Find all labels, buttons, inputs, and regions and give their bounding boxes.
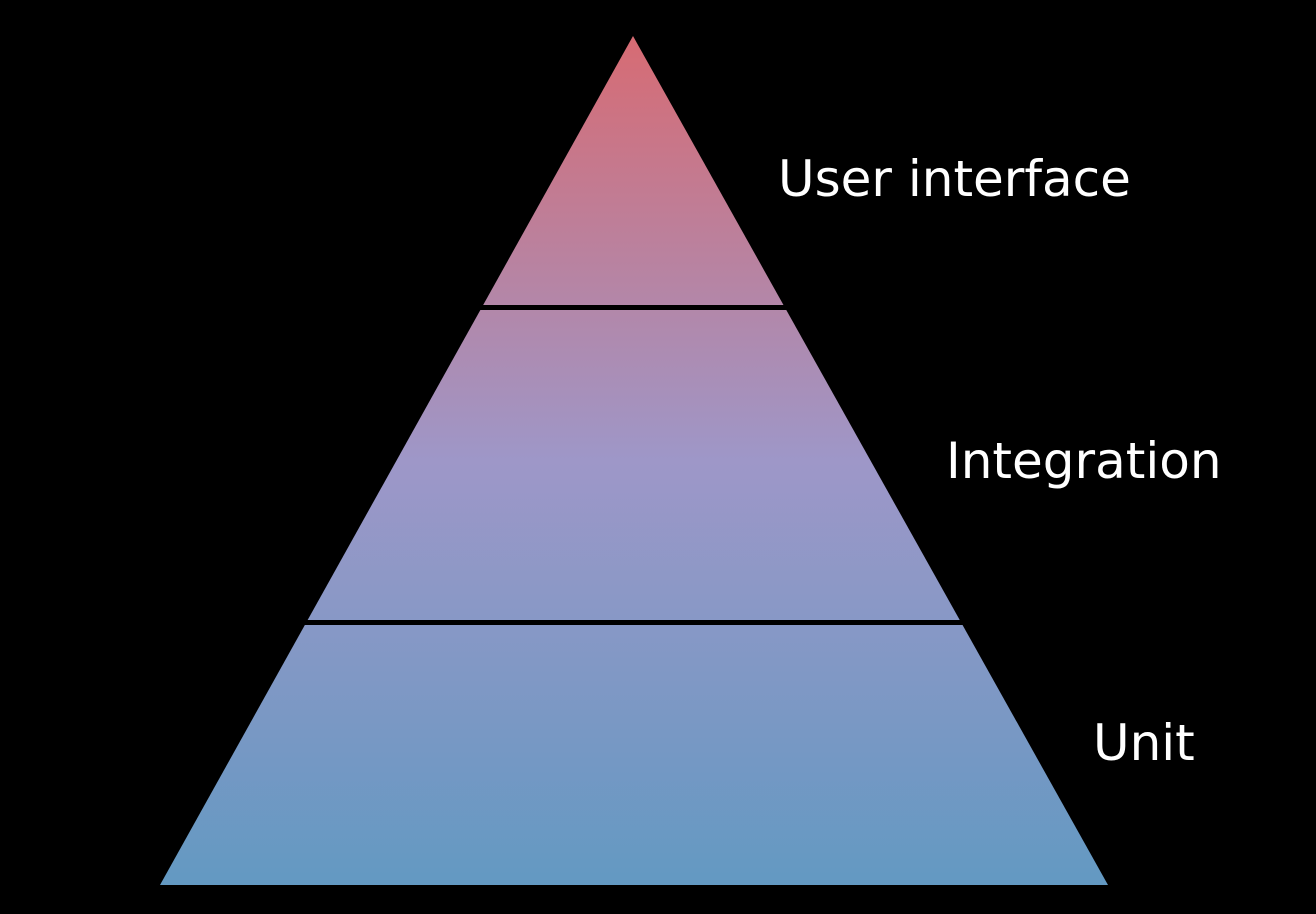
- tier-label-unit: Unit: [1093, 714, 1195, 772]
- tier-label-integration: Integration: [946, 432, 1222, 490]
- tier-divider-upper: [470, 305, 800, 310]
- tier-divider-lower: [290, 620, 980, 625]
- tier-label-user-interface: User interface: [778, 150, 1131, 208]
- pyramid-shape: [160, 36, 1108, 885]
